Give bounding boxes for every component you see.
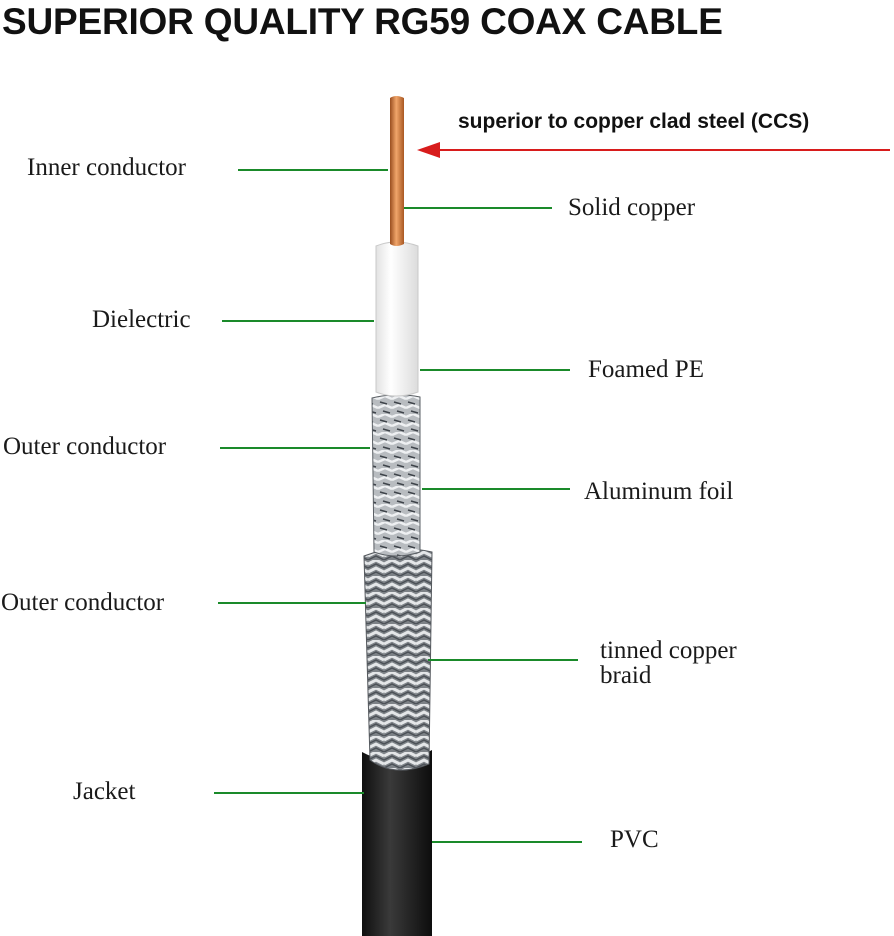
tinned-copper-braid xyxy=(363,548,433,771)
page-title: SUPERIOR QUALITY RG59 COAX CABLE xyxy=(2,1,723,42)
leader-lines xyxy=(214,169,582,843)
label-dielectric: Dielectric xyxy=(92,306,191,333)
label-tinned-copper-braid-line1: tinned copper xyxy=(600,637,737,664)
jacket-pvc xyxy=(362,750,432,936)
inner-conductor-copper xyxy=(390,96,404,246)
label-pvc: PVC xyxy=(610,826,659,853)
label-inner-conductor: Inner conductor xyxy=(27,154,186,181)
ccs-callout: superior to copper clad steel (CCS) xyxy=(458,110,810,133)
label-tinned-copper-braid-line2: braid xyxy=(600,662,652,689)
label-solid-copper: Solid copper xyxy=(568,194,696,221)
aluminum-foil xyxy=(371,394,421,557)
dielectric-foamed-pe xyxy=(375,241,419,397)
label-outer-conductor-braid: Outer conductor xyxy=(1,589,165,616)
label-jacket: Jacket xyxy=(73,778,136,805)
label-outer-conductor-foil: Outer conductor xyxy=(3,433,167,460)
label-foamed-pe: Foamed PE xyxy=(588,356,704,383)
label-aluminum-foil: Aluminum foil xyxy=(584,478,734,505)
callout-arrow-head xyxy=(417,142,440,158)
